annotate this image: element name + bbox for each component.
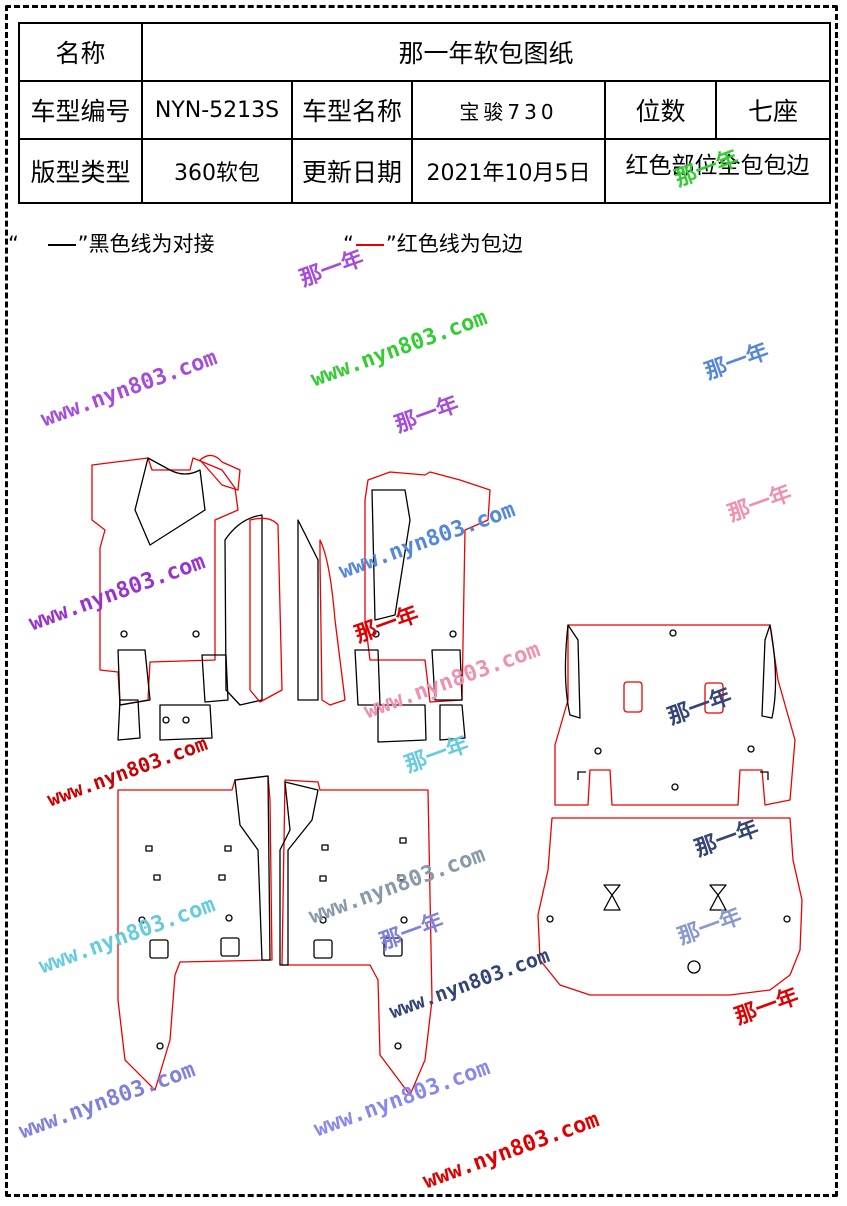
date-value: 2021年10月5日 [411, 138, 606, 204]
spec-row-name: 名称 那一年软包图纸 [18, 22, 832, 82]
legend-black-line [47, 244, 76, 246]
mount-pads [149, 937, 403, 959]
seats-value: 七座 [714, 80, 832, 140]
front-left-piece [91, 454, 241, 741]
seats-label: 位数 [604, 80, 717, 140]
front-right-piece [354, 471, 491, 743]
left-strip-1 [224, 514, 283, 706]
middle-row-piece [554, 624, 796, 806]
spec-row-type: 版型类型 360软包 更新日期 2021年10月5日 红色部位全包包边 [18, 138, 832, 204]
legend-red-line [355, 244, 384, 246]
name-label: 名称 [18, 22, 143, 82]
model-name-value: 宝骏730 [411, 80, 606, 140]
date-label: 更新日期 [291, 138, 413, 204]
legend-red-text: ”红色线为包边 [385, 232, 523, 256]
legend-black: “ ”黑色线为对接 [8, 228, 214, 258]
note-value: 红色部位全包包边 [603, 138, 832, 204]
legend-black-open-quote: “ [8, 232, 19, 256]
type-value: 360软包 [141, 138, 293, 204]
spec-table: 名称 那一年软包图纸 车型编号 NYN-5213S 车型名称 宝骏730 位数 … [18, 22, 832, 204]
type-label: 版型类型 [18, 138, 143, 204]
legend-red: “ ”红色线为包边 [343, 228, 523, 258]
name-value: 那一年软包图纸 [140, 22, 832, 82]
floor-rear [537, 817, 803, 996]
floor-front-right [279, 779, 433, 1096]
sheet-border [5, 5, 838, 1197]
legend-black-text: ”黑色线为对接 [77, 232, 215, 256]
model-no-value: NYN-5213S [141, 80, 293, 140]
model-name-label: 车型名称 [291, 80, 413, 140]
spec-row-model: 车型编号 NYN-5213S 车型名称 宝骏730 位数 七座 [18, 80, 832, 140]
model-no-label: 车型编号 [18, 80, 143, 140]
legend-red-open-quote: “ [343, 232, 354, 256]
mount-holes [120, 629, 791, 1050]
left-strip-2 [297, 519, 346, 706]
floor-front-left [117, 775, 273, 1091]
